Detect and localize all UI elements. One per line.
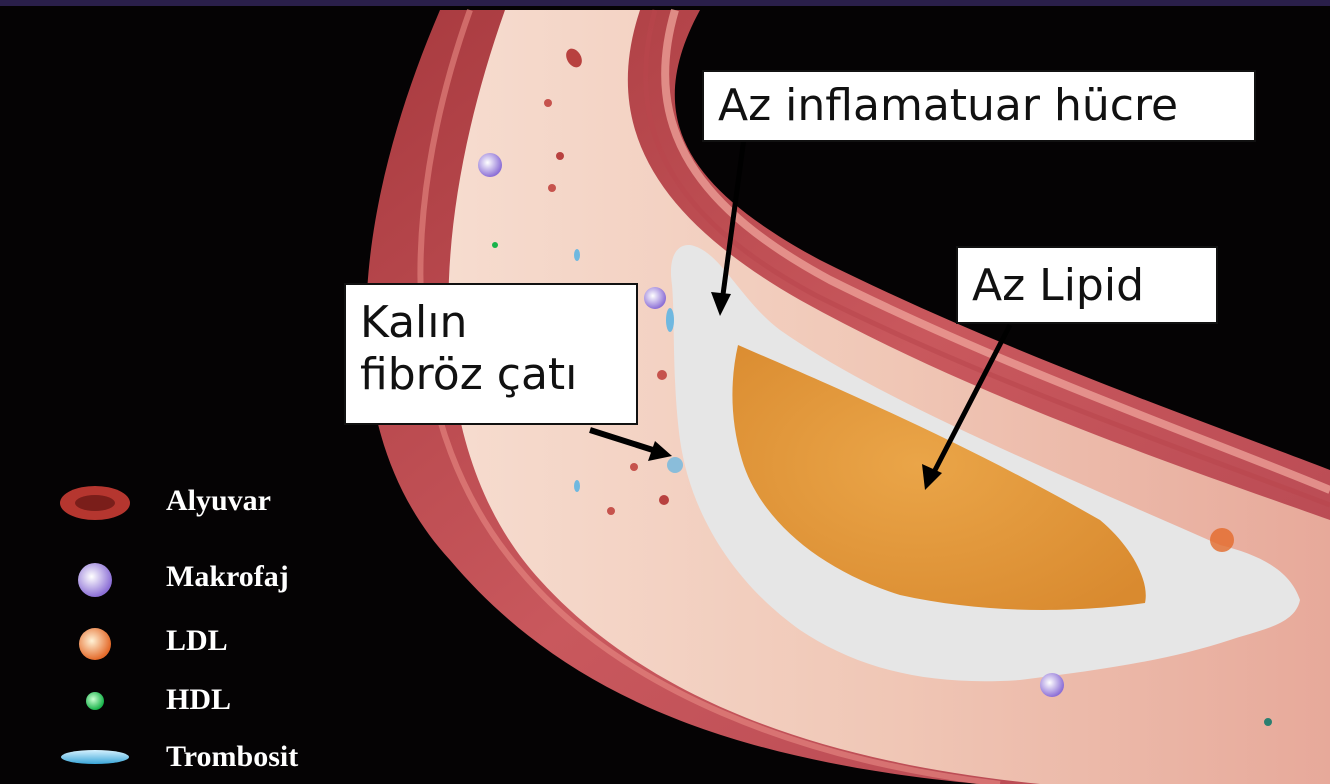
legend-label-ldl: LDL <box>166 624 228 658</box>
callout-fibrous-cap: Kalın fibröz çatı <box>344 283 638 425</box>
callout-inflammatory-cells: Az inflamatuar hücre <box>702 70 1256 142</box>
platelet-icon <box>61 750 129 764</box>
legend-label-platelet: Trombosit <box>166 740 298 774</box>
ldl-icon <box>79 628 111 660</box>
legend-label-macrophage: Makrofaj <box>166 560 289 594</box>
callout-lipid: Az Lipid <box>956 246 1218 324</box>
legend-label-hdl: HDL <box>166 683 231 717</box>
red-blood-cell-icon <box>60 486 130 520</box>
legend-label-red-blood-cell: Alyuvar <box>166 484 271 518</box>
macrophage-icon <box>78 563 112 597</box>
hdl-icon <box>86 692 104 710</box>
